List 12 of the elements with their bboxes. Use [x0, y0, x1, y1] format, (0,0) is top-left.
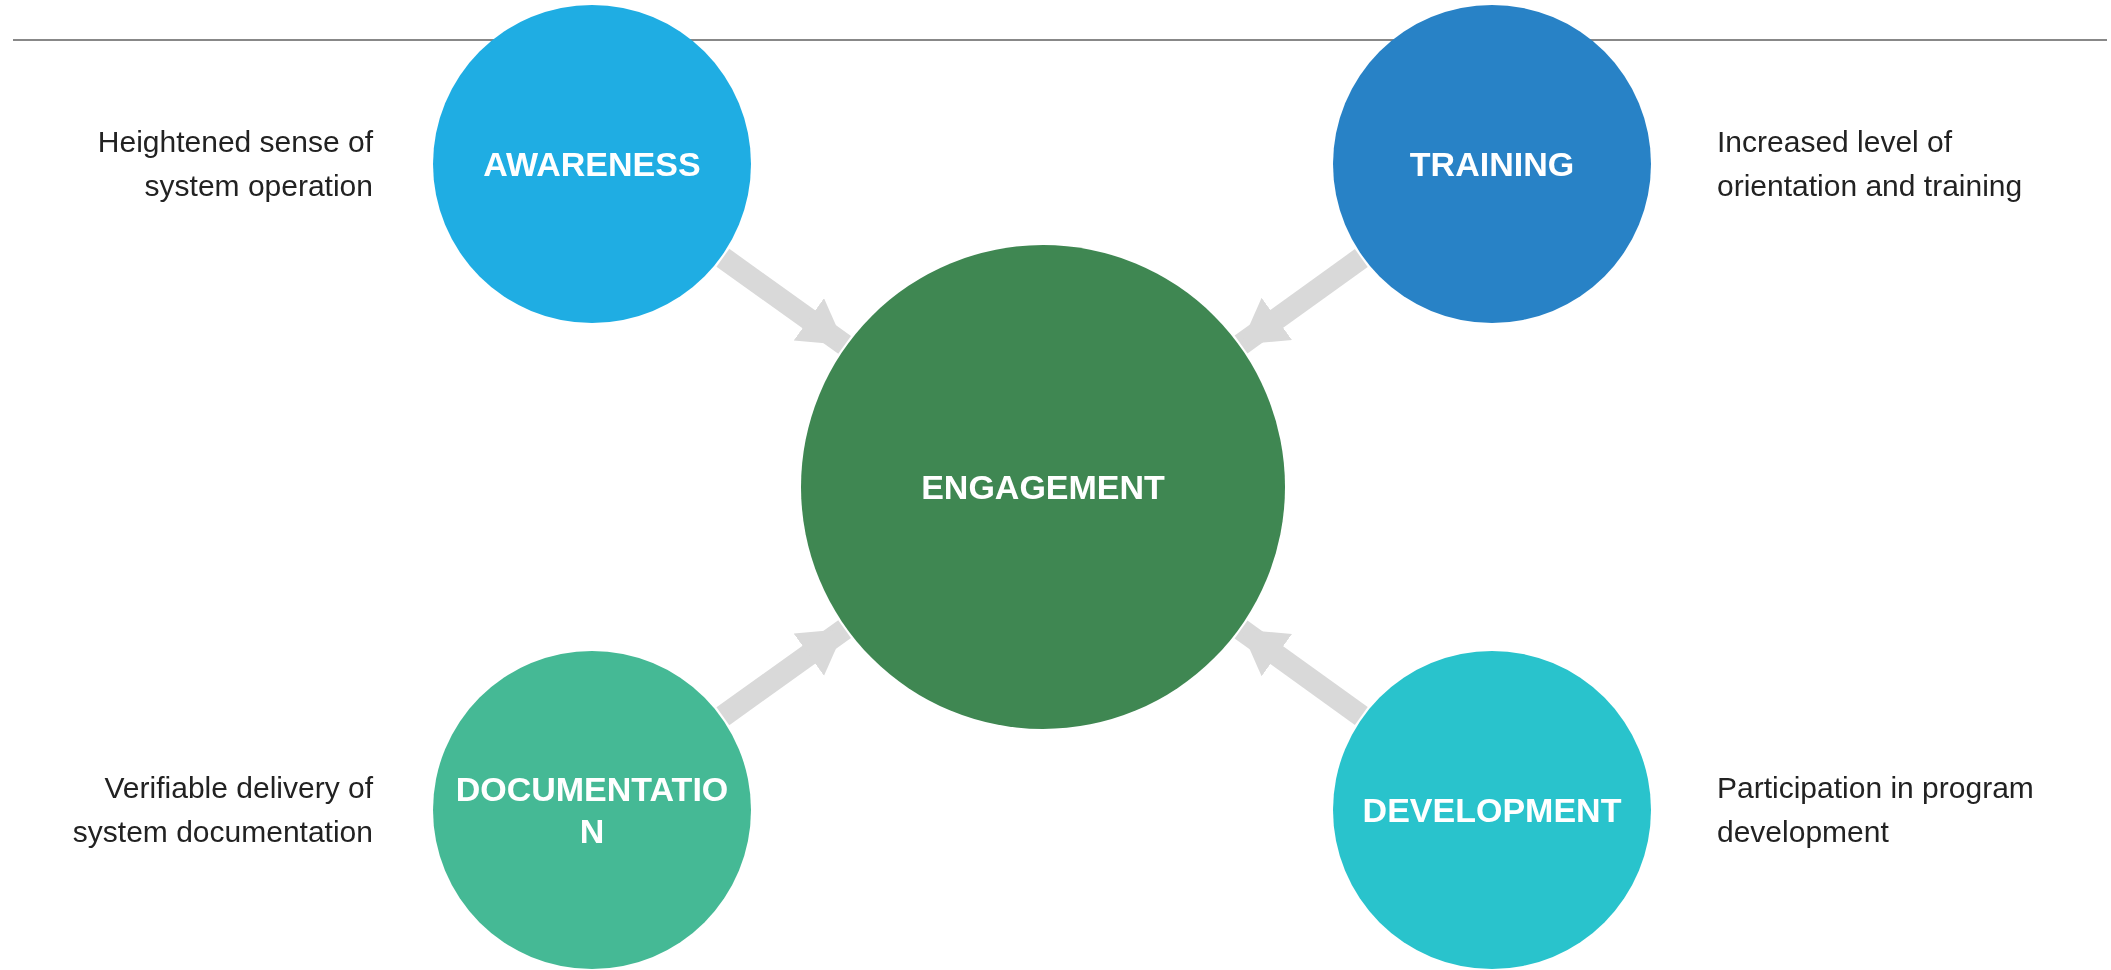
block-arrow: [716, 620, 852, 726]
block-arrow: [716, 248, 852, 354]
description-text: Heightened sense of system operation: [96, 124, 373, 204]
block-arrow: [1234, 249, 1368, 354]
node-title: TRAINING: [1409, 143, 1575, 185]
node-title: DOCUMENTATION: [454, 768, 730, 852]
description-text: Participation in program development: [1717, 770, 2035, 850]
node-title: AWARENESS: [483, 143, 701, 185]
description-text: Verifiable delivery of system documentation: [71, 770, 373, 850]
node-title: ENGAGEMENT: [921, 466, 1165, 508]
description-text: Increased level of orientation and training: [1717, 124, 2024, 204]
node-title: DEVELOPMENT: [1362, 789, 1622, 831]
